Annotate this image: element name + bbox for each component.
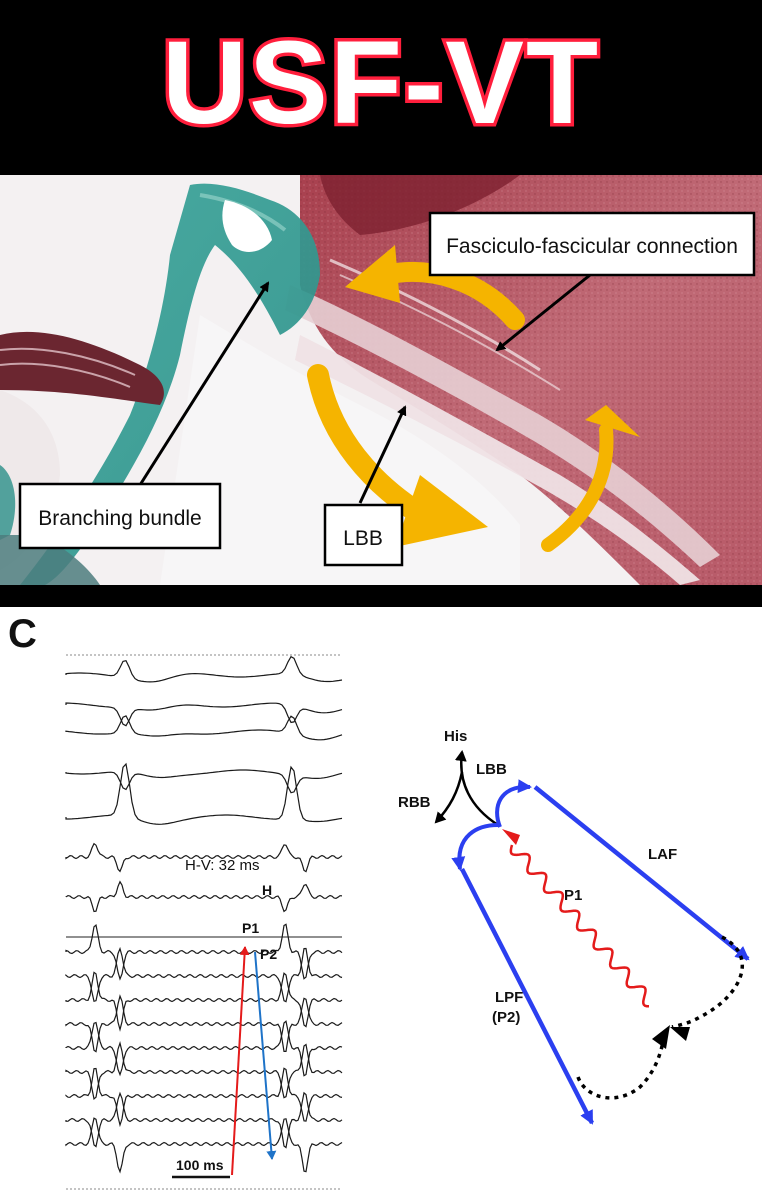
conduction-schematic: His RBB LBB LAF P1 LPF (P2) <box>398 728 750 1125</box>
surface-lead-trace <box>65 762 343 825</box>
intracardiac-trace <box>65 1091 343 1149</box>
label-connection: Fasciculo-fascicular connection <box>446 235 738 258</box>
intracardiac-trace <box>65 923 343 981</box>
label-lbb: LBB <box>343 527 383 550</box>
label-box-lbb: LBB <box>323 503 404 567</box>
schem-rbb-label: RBB <box>398 794 431 811</box>
ecg-p2-arrow <box>254 951 277 1160</box>
page-title: USF-VT <box>158 15 601 152</box>
histology-image: Fasciculo-fascicular connection Branchin… <box>0 175 762 585</box>
schem-his-label: His <box>444 728 467 745</box>
panel-divider <box>0 585 762 607</box>
intracardiac-trace <box>65 1041 343 1101</box>
schem-lpf-p2-label: (P2) <box>492 1009 520 1026</box>
intracardiac-trace <box>65 1117 343 1174</box>
intracardiac-trace <box>65 1067 343 1128</box>
schem-lbb-label: LBB <box>476 761 507 778</box>
title-banner: USF-VT <box>0 0 762 175</box>
panel-c: C H-V: 32 ms H P1 P2 100 ms His RBB LBB <box>0 607 762 1200</box>
ecg-h-label: H <box>262 882 272 898</box>
panel-letter: C <box>8 612 37 656</box>
ecg-p1-arrow <box>231 946 250 1176</box>
surface-lead-trace <box>65 655 343 683</box>
intracardiac-trace <box>65 1020 343 1077</box>
intracardiac-trace <box>65 946 343 1003</box>
ecg-scale-label: 100 ms <box>176 1157 224 1173</box>
ecg-p1-label: P1 <box>242 920 259 936</box>
surface-lead-trace <box>65 715 343 741</box>
intracardiac-trace <box>65 971 343 1032</box>
ecg-traces <box>65 655 343 1174</box>
label-box-branching: Branching bundle <box>18 482 222 550</box>
surface-lead-trace <box>65 702 343 727</box>
surface-lead-trace <box>65 769 343 794</box>
schem-p1-label: P1 <box>564 887 582 904</box>
ecg-p2-label: P2 <box>260 946 277 962</box>
label-branching: Branching bundle <box>38 507 201 530</box>
intracardiac-trace <box>65 880 343 913</box>
intracardiac-trace <box>65 842 343 873</box>
schem-laf-label: LAF <box>648 846 677 863</box>
schem-lpf-label: LPF <box>495 989 523 1006</box>
intracardiac-trace <box>65 994 343 1053</box>
label-box-connection: Fasciculo-fascicular connection <box>428 211 756 277</box>
ecg-hv-label: H-V: 32 ms <box>185 857 259 874</box>
